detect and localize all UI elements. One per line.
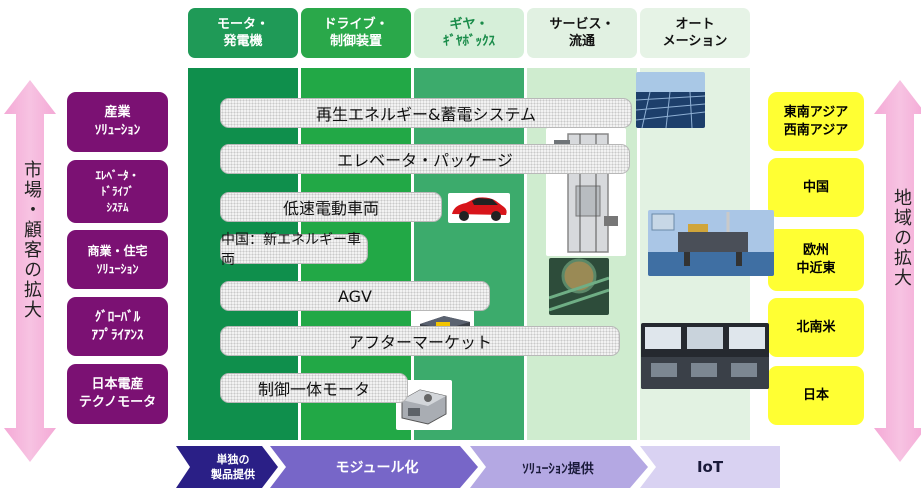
- segment-global-appliance: ｸﾞﾛｰﾊﾞﾙ ｱﾌﾟﾗｲｱﾝｽ: [67, 297, 168, 356]
- integrated-motor-image: [396, 380, 452, 430]
- region-china: 中国: [768, 158, 864, 217]
- segment-industrial: 産業 ｿﾘｭｰｼｮﾝ: [67, 92, 168, 152]
- column-header-drive: ドライブ・ 制御装置: [301, 8, 411, 58]
- column-header-service: サービス・ 流通: [527, 8, 637, 58]
- right-axis-label: 地域の拡大: [891, 188, 912, 288]
- product-china-new-energy-vehicle: 中国：新エネルギー車両: [220, 232, 368, 268]
- solar-panels-image: [636, 72, 705, 128]
- market-expansion-arrow: [4, 80, 56, 462]
- column-header-automation: オート メーション: [640, 8, 750, 58]
- column-header-gear: ギヤ・ ｷﾞﾔﾎﾞｯｸｽ: [414, 8, 524, 58]
- product-aftermarket: アフターマーケット: [220, 326, 620, 356]
- product-renewable-energy-storage: 再生エネルギー&蓄電システム: [220, 98, 632, 128]
- stage-standalone-product: 単独の 製品提供: [211, 453, 255, 481]
- electric-car-image: [448, 193, 510, 223]
- column-header-motor: モータ・ 発電機: [188, 8, 298, 58]
- product-agv: AGV: [220, 281, 490, 311]
- product-low-speed-ev: 低速電動車両: [220, 192, 442, 222]
- segment-nidec-techno-motor: 日本電産 テクノモータ: [67, 364, 168, 424]
- stage-chevrons: [176, 446, 780, 488]
- product-elevator-package: エレベータ・パッケージ: [220, 144, 630, 174]
- offshore-platform-image: [648, 210, 774, 276]
- stage-solution-provision: ｿﾘｭｰｼｮﾝ提供: [522, 461, 594, 477]
- stage-iot: IoT: [696, 458, 724, 476]
- left-axis-label: 市場・顧客の拡大: [21, 160, 42, 320]
- product-integrated-control-motor: 制御一体モータ: [220, 373, 408, 403]
- gear-motor-photo: [549, 258, 609, 315]
- stage-modularization: モジュール化: [335, 460, 419, 476]
- band-gear: [414, 68, 524, 440]
- control-room-image: [641, 323, 769, 389]
- segment-elevator-drive: ｴﾚﾍﾞｰﾀ・ ﾄﾞﾗｲﾌﾞ ｼｽﾃﾑ: [67, 160, 168, 223]
- region-europe-middle-east: 欧州 中近東: [768, 229, 864, 291]
- segment-commercial-residential: 商業・住宅 ｿﾘｭｰｼｮﾝ: [67, 230, 168, 289]
- region-expansion-arrow: [874, 80, 921, 462]
- region-americas: 北南米: [768, 298, 864, 357]
- region-japan: 日本: [768, 366, 864, 425]
- region-se-sw-asia: 東南アジア 西南アジア: [768, 92, 864, 151]
